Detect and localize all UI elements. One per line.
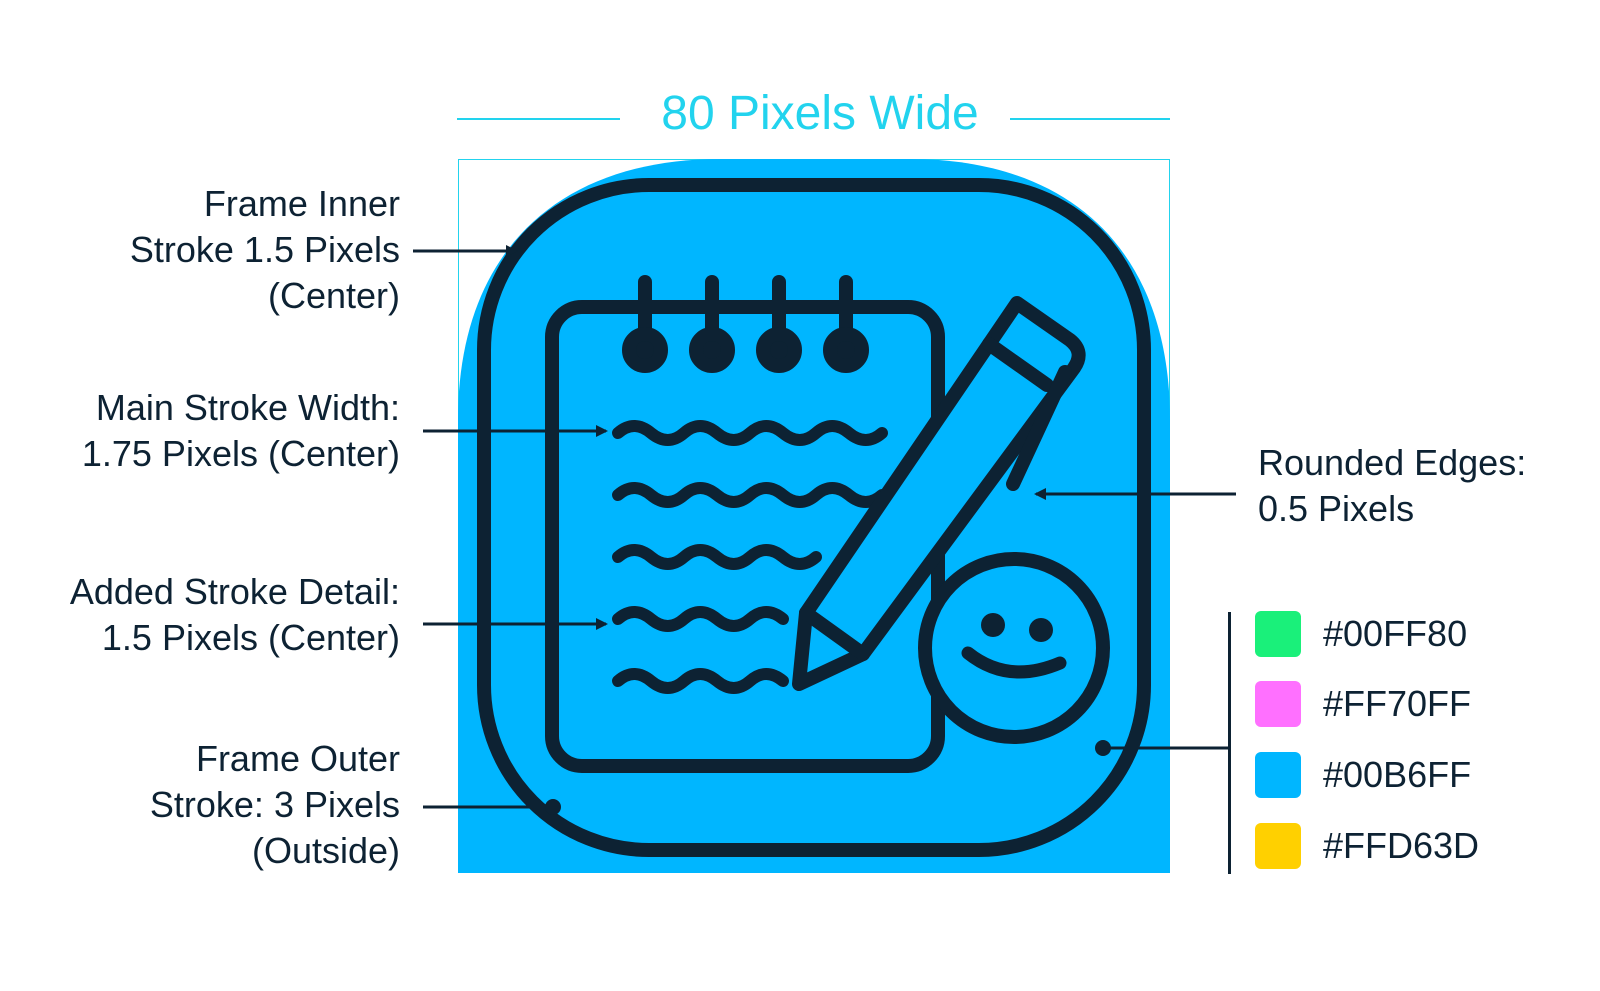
color-swatch (1255, 823, 1301, 869)
color-hex: #00FF80 (1323, 613, 1468, 654)
callout-line: 0.5 Pixels (1258, 488, 1415, 529)
callout-line: (Outside) (251, 830, 400, 871)
notepad-rings (622, 275, 869, 373)
callout-line: Stroke: 3 Pixels (149, 784, 400, 825)
color-swatch (1255, 752, 1301, 798)
color-swatch (1255, 611, 1301, 657)
callout-arrows (413, 245, 1236, 809)
callout-line: Frame Inner (203, 183, 400, 224)
smiley-icon (918, 552, 1110, 744)
callout-rounded-edges: Rounded Edges: 0.5 Pixels (1258, 440, 1526, 532)
color-hex: #FF70FF (1323, 683, 1472, 724)
callout-line: (Center) (267, 275, 400, 316)
callout-line: Rounded Edges: (1258, 442, 1527, 483)
callout-line: Stroke 1.5 Pixels (129, 229, 400, 270)
width-rule-left (457, 118, 620, 120)
callout-dot (1095, 740, 1111, 756)
palette-row: #00B6FF (1255, 752, 1471, 798)
callout-dot (545, 799, 561, 815)
pencil-icon (792, 296, 1086, 691)
color-hex: #FFD63D (1323, 825, 1480, 866)
callout-line: Added Stroke Detail: (69, 571, 400, 612)
width-title: 80 Pixels Wide (661, 87, 979, 140)
callout-line: Frame Outer (195, 738, 400, 779)
palette-row: #FFD63D (1255, 823, 1479, 869)
palette-row: #FF70FF (1255, 681, 1471, 727)
callout-main-stroke: Main Stroke Width: 1.75 Pixels (Center) (82, 385, 400, 477)
callout-line: 1.5 Pixels (Center) (101, 617, 400, 658)
callout-frame-outer: Frame Outer Stroke: 3 Pixels (Outside) (150, 736, 400, 874)
palette-bracket (1228, 612, 1231, 874)
callout-frame-inner: Frame Inner Stroke 1.5 Pixels (Center) (130, 181, 400, 319)
palette-row: #00FF80 (1255, 611, 1467, 657)
width-rule-right (1010, 118, 1170, 120)
callout-line: Main Stroke Width: (95, 387, 400, 428)
color-hex: #00B6FF (1323, 754, 1472, 795)
icon-inner-frame (477, 178, 1151, 857)
callout-line: 1.75 Pixels (Center) (81, 433, 400, 474)
callout-added-stroke: Added Stroke Detail: 1.5 Pixels (Center) (70, 569, 400, 661)
color-swatch (1255, 681, 1301, 727)
notepad-text-lines (612, 420, 888, 694)
